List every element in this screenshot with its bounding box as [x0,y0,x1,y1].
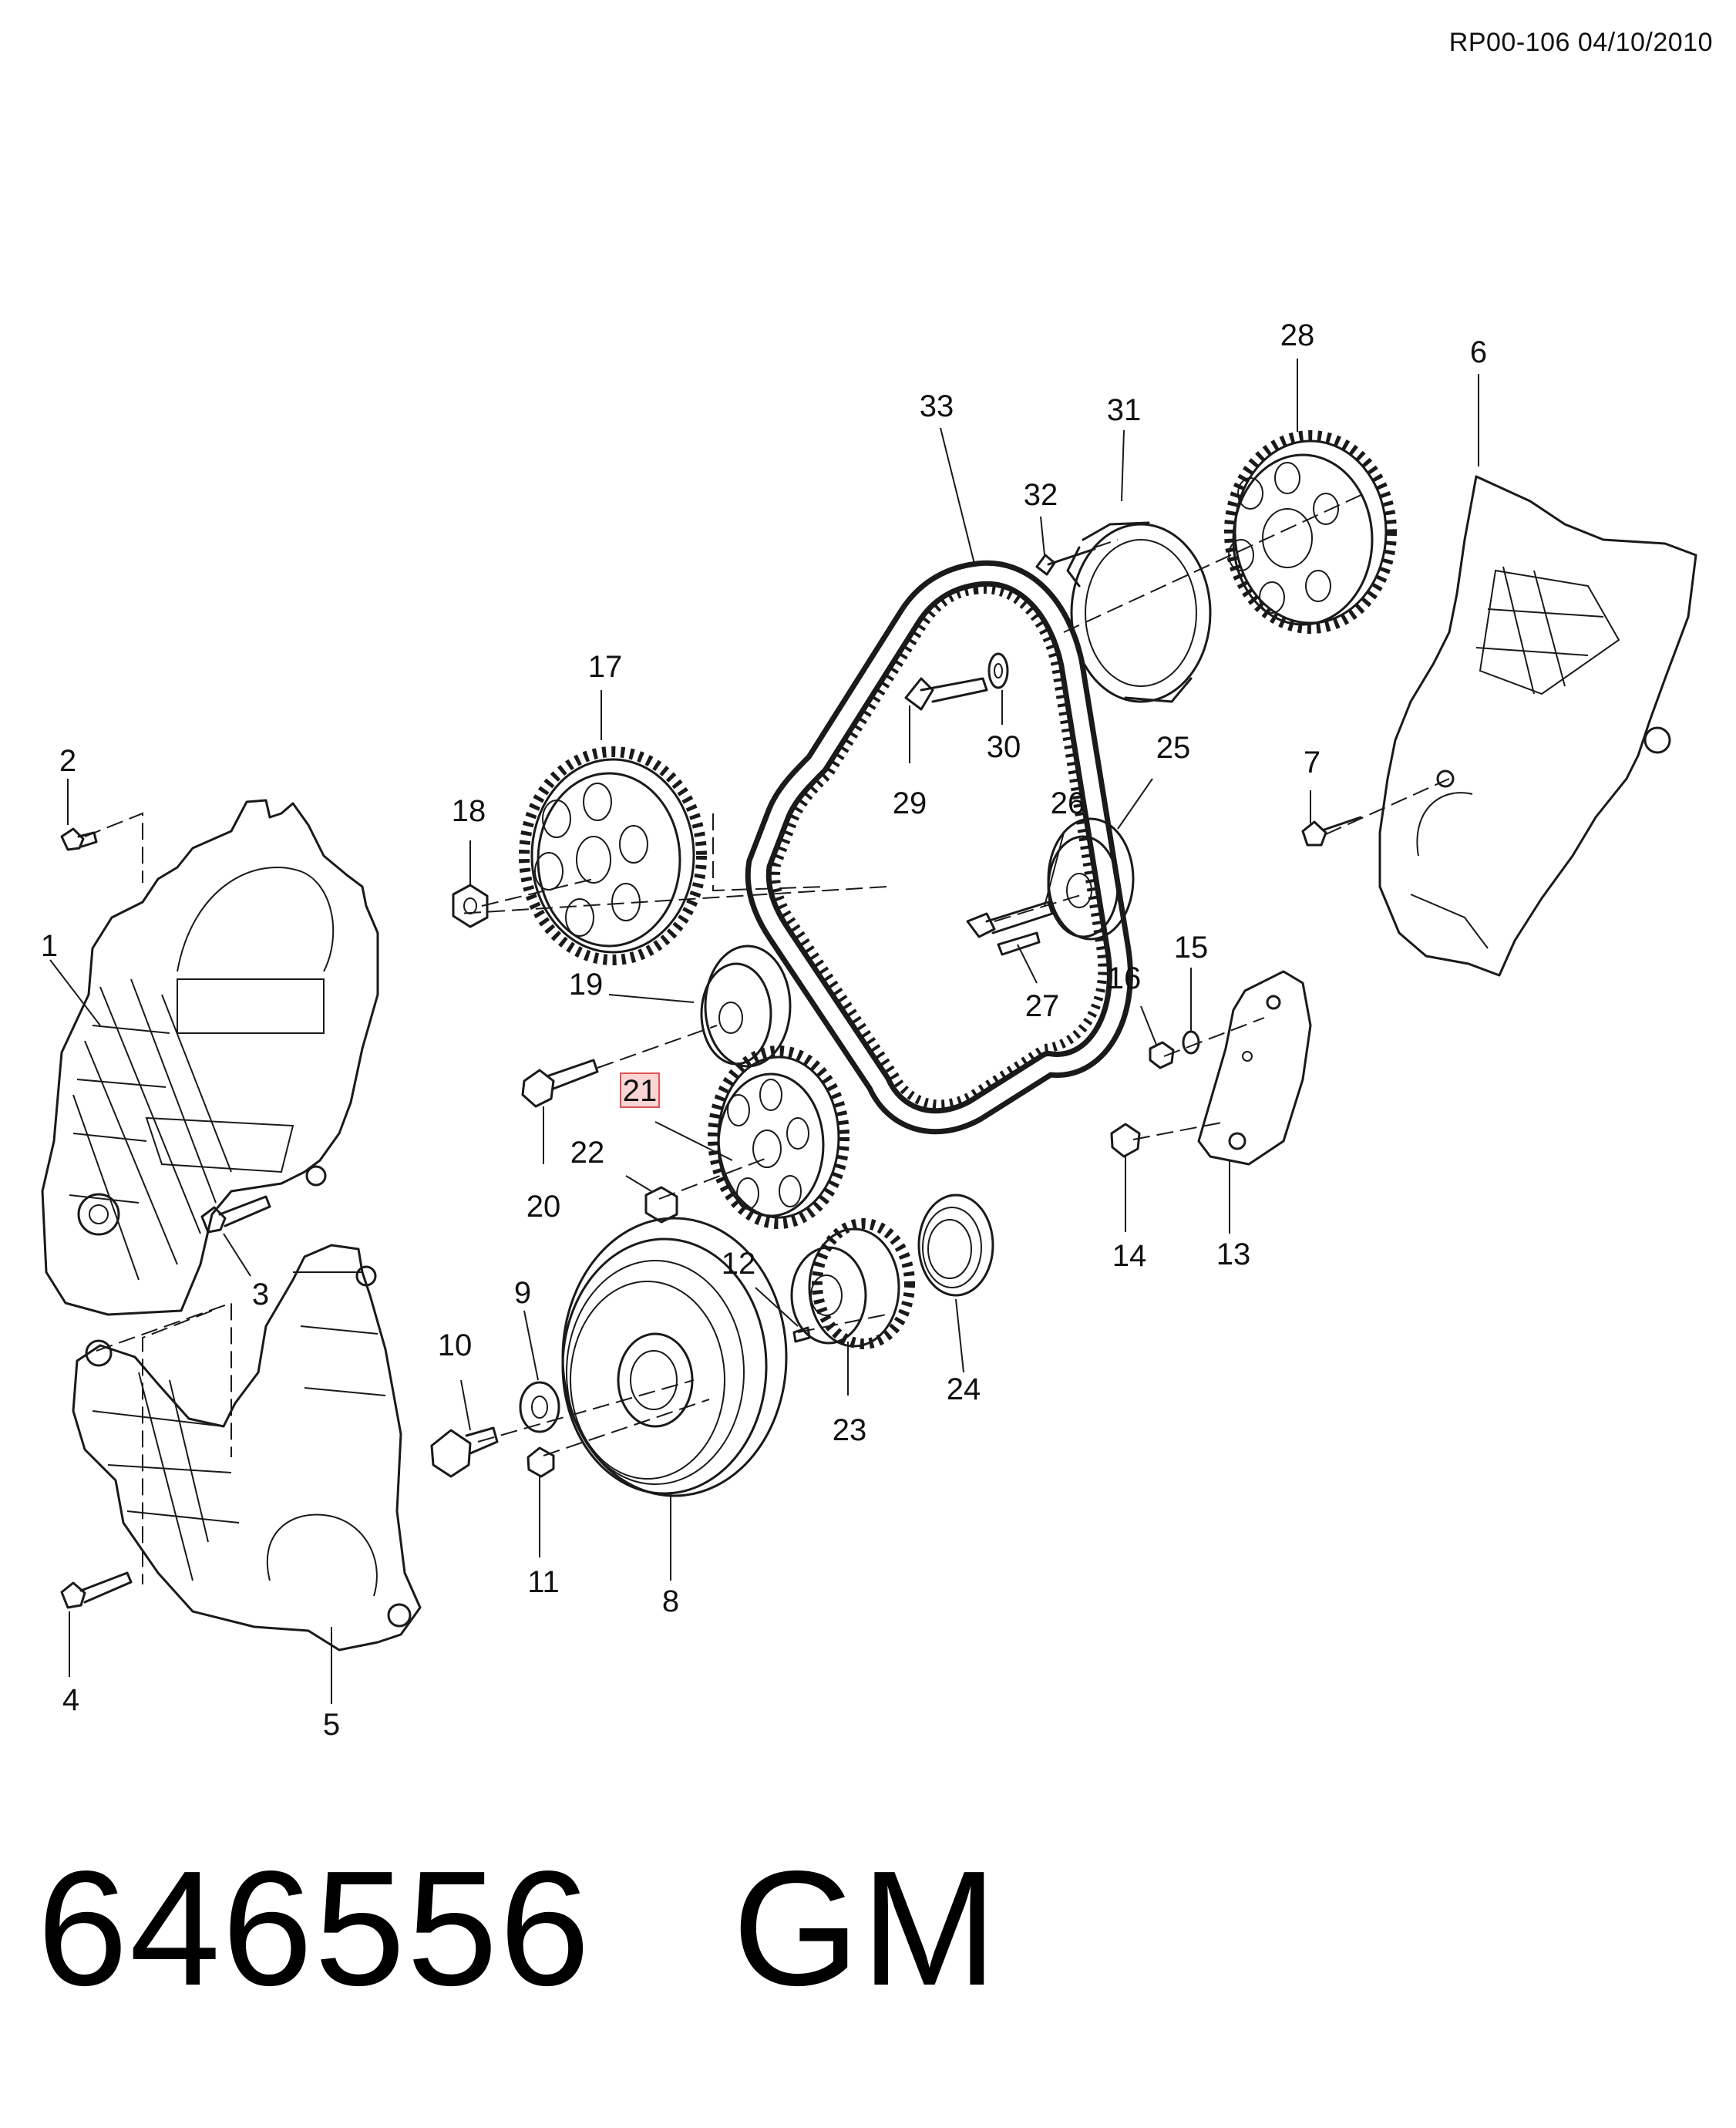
tensioner-bolt-27 [997,931,1041,956]
callout-13: 13 [1216,1237,1251,1271]
callout-labels: 1 2 3 4 5 6 7 8 9 10 11 12 13 14 15 16 1… [41,318,1487,1742]
callout-5: 5 [323,1708,340,1742]
callout-10: 10 [438,1328,473,1362]
callout-22: 22 [570,1136,605,1170]
part-number-caption: 646556 GM [37,1837,999,2019]
bolt-4 [60,1571,133,1609]
bolt-7 [1301,816,1362,847]
callout-27: 27 [1025,989,1060,1023]
washer-15 [1182,1030,1200,1055]
nut-22 [644,1186,678,1224]
bolt-29 [904,677,988,711]
nut-16 [1149,1041,1175,1069]
callout-1: 1 [41,929,58,963]
bolt-20 [521,1059,599,1108]
crankshaft-pulley [561,1217,788,1497]
washer-9 [519,1381,560,1433]
injection-pump-sprocket [519,746,707,965]
callout-21-highlight [620,1072,660,1108]
lower-timing-cover [72,1244,422,1652]
bolt-14 [1110,1123,1141,1158]
callout-4: 4 [62,1683,79,1717]
callout-9: 9 [514,1276,531,1310]
crankshaft-sprocket [708,1045,849,1229]
callout-19: 19 [569,968,604,1002]
callout-31: 31 [1107,393,1142,427]
callout-20: 20 [527,1190,561,1224]
bolt-2 [60,827,98,851]
bolt-32 [1035,547,1096,576]
tensioner-pulley [1047,817,1135,941]
callout-17: 17 [588,650,623,684]
callout-32: 32 [1024,478,1058,512]
callout-8: 8 [662,1584,679,1618]
bolt-11 [527,1446,555,1478]
callout-30: 30 [987,730,1021,764]
callout-15: 15 [1174,931,1209,965]
mounting-bracket [1197,970,1312,1166]
upper-timing-cover [41,799,379,1316]
callout-25: 25 [1156,731,1191,765]
callout-7: 7 [1304,746,1321,779]
callout-14: 14 [1112,1239,1147,1273]
timing-belt [745,560,1133,1135]
callout-16: 16 [1107,961,1142,995]
oil-seal [917,1194,994,1297]
tensioner-bolt-26 [966,901,1054,938]
camshaft-sprocket [1224,430,1397,634]
callout-3: 3 [252,1278,269,1311]
sprocket-backing-plate [1066,521,1212,703]
washer-30 [987,652,1009,689]
leader-lines [49,359,1479,1704]
bolt-3 [200,1195,271,1234]
callout-6: 6 [1470,335,1487,369]
callout-33: 33 [920,389,954,423]
document-reference: RP00-106 04/10/2010 [1448,28,1713,57]
callout-21: 21 [623,1074,658,1108]
callout-26: 26 [1051,786,1085,820]
idler-pulley [700,944,792,1068]
callout-23: 23 [833,1413,867,1447]
callout-18: 18 [452,794,486,828]
callout-28: 28 [1280,318,1315,352]
callout-11: 11 [527,1565,560,1599]
alignment-lines [84,493,1450,1584]
rear-timing-cover [1378,475,1697,977]
callout-24: 24 [947,1372,981,1406]
callout-2: 2 [59,744,76,778]
callout-29: 29 [893,786,927,820]
bolt-10 [430,1426,499,1478]
callout-12: 12 [722,1247,756,1281]
crankshaft-gear [790,1218,915,1349]
